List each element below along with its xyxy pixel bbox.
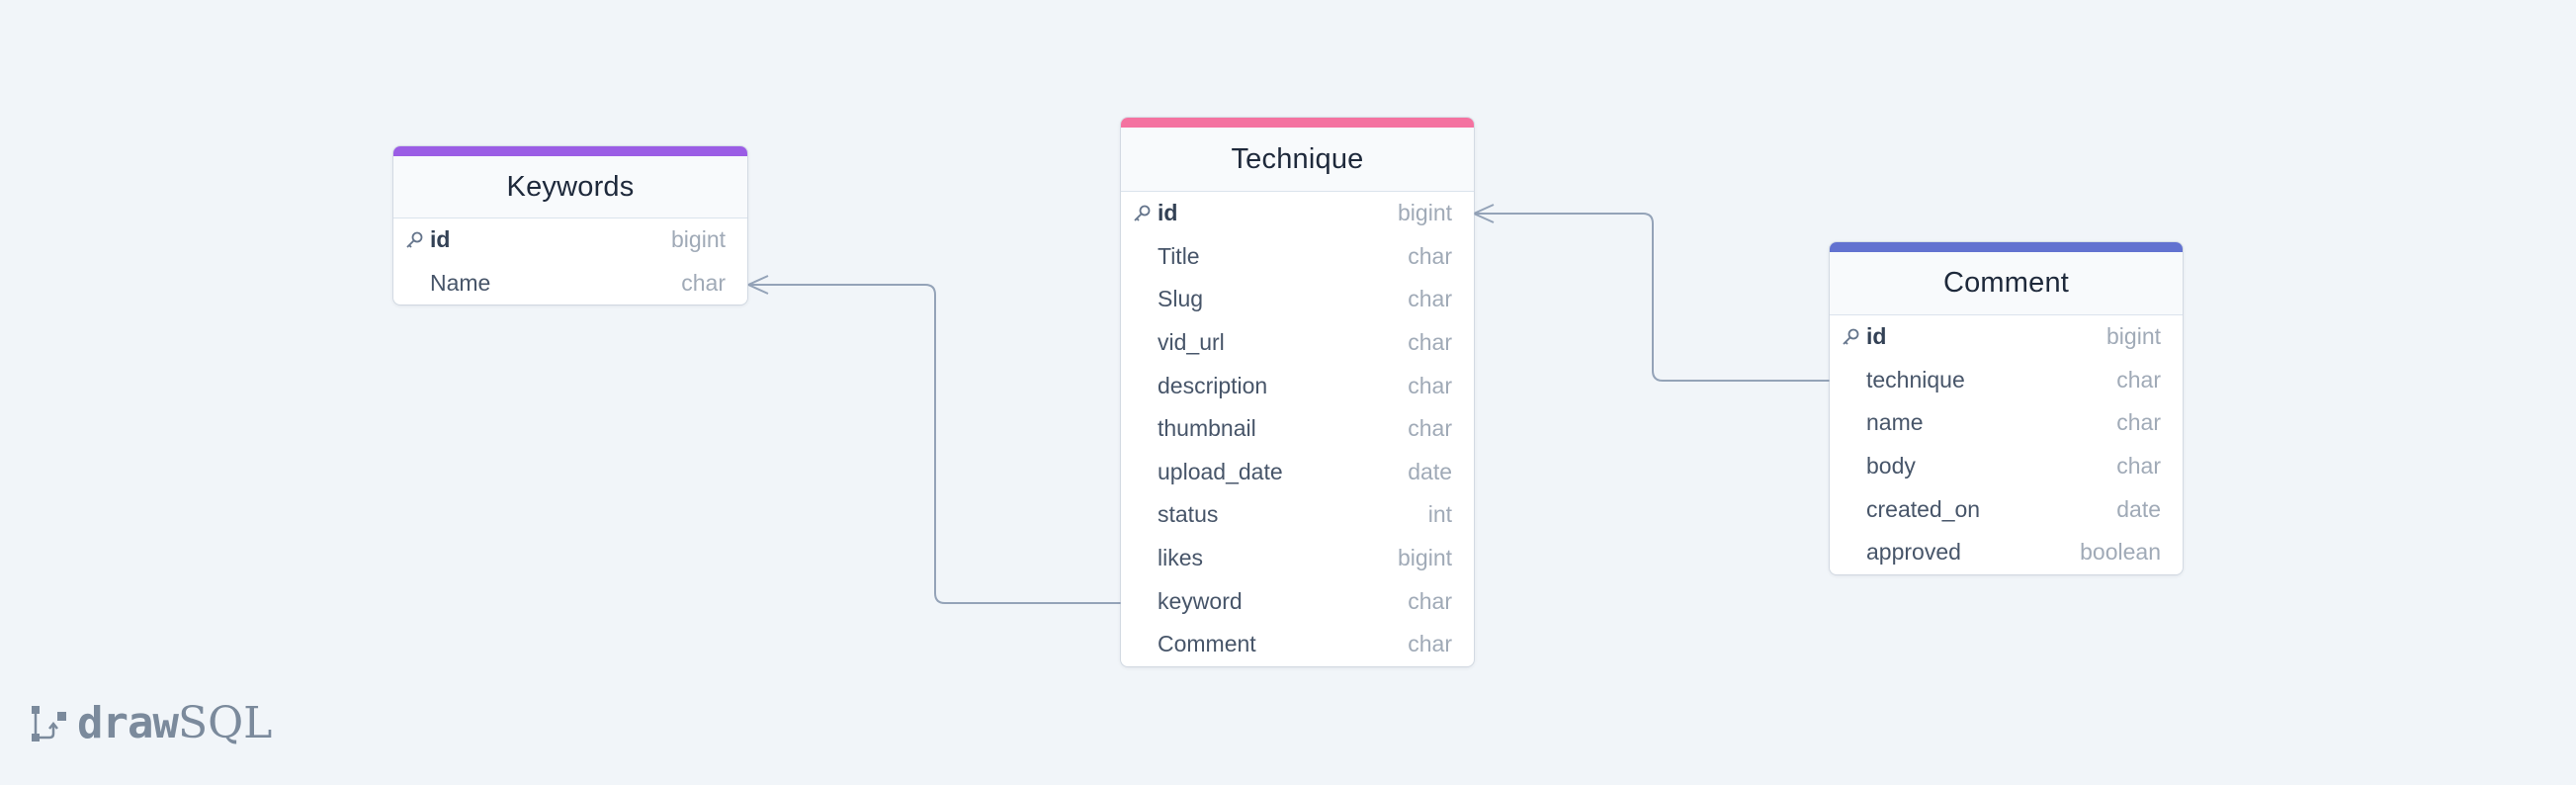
key-icon (1134, 205, 1151, 221)
table-technique[interactable]: Technique id bigint Title char Slug char… (1121, 118, 1474, 666)
column-type: char (2116, 366, 2161, 392)
column-row[interactable]: description char (1121, 364, 1474, 407)
column-name: approved (1866, 539, 1961, 566)
column-name: upload_date (1158, 458, 1283, 484)
relation-keyword-to-keywords[interactable] (748, 284, 1121, 604)
column-name: Name (430, 269, 491, 296)
column-type: char (2116, 409, 2161, 436)
column-name: vid_url (1158, 329, 1225, 356)
column-row[interactable]: id bigint (393, 218, 747, 262)
table-color-bar (1830, 242, 2183, 252)
column-row[interactable]: Comment char (1121, 623, 1474, 666)
column-type: char (1408, 415, 1452, 442)
column-row[interactable]: technique char (1830, 359, 2183, 402)
column-row[interactable]: created_on date (1830, 487, 2183, 531)
column-type: char (1408, 372, 1452, 398)
column-name: id (1158, 200, 1178, 226)
column-type: boolean (2080, 539, 2161, 566)
column-row[interactable]: Slug char (1121, 278, 1474, 321)
column-name: technique (1866, 366, 1965, 392)
column-type: char (1408, 286, 1452, 312)
column-name: thumbnail (1158, 415, 1256, 442)
column-type: date (2116, 495, 2161, 522)
column-type: char (681, 269, 726, 296)
crowfoot-keywords-icon (747, 275, 769, 295)
column-type: char (1408, 329, 1452, 356)
logo-text-sql: SQL (177, 698, 273, 748)
column-row[interactable]: id bigint (1830, 315, 2183, 359)
column-name: Slug (1158, 286, 1204, 312)
column-type: char (1408, 631, 1452, 657)
column-type: char (2116, 453, 2161, 480)
crowfoot-technique-icon (1473, 204, 1495, 223)
key-icon (406, 231, 423, 248)
column-type: bigint (671, 226, 726, 253)
column-row[interactable]: Title char (1121, 235, 1474, 279)
column-type: int (1427, 501, 1452, 528)
column-row[interactable]: approved boolean (1830, 531, 2183, 574)
relation-technique-to-technique-id[interactable] (1474, 213, 1830, 382)
table-color-bar (393, 146, 747, 156)
column-type: char (1408, 587, 1452, 614)
column-row[interactable]: body char (1830, 445, 2183, 488)
column-name: id (1866, 323, 1887, 350)
column-row[interactable]: thumbnail char (1121, 407, 1474, 451)
column-name: keyword (1158, 587, 1243, 614)
logo-text-draw: draw (77, 698, 179, 748)
column-row[interactable]: keyword char (1121, 579, 1474, 623)
table-title[interactable]: Comment (1830, 252, 2183, 315)
table-comment[interactable]: Comment id bigint technique char name ch… (1830, 242, 2183, 574)
table-title[interactable]: Keywords (393, 156, 747, 218)
column-row[interactable]: status int (1121, 493, 1474, 537)
column-type: bigint (2106, 323, 2161, 350)
key-icon (1843, 328, 1859, 345)
column-type: bigint (1398, 200, 1452, 226)
table-title[interactable]: Technique (1121, 128, 1474, 192)
column-row[interactable]: Name char (393, 262, 747, 305)
column-row[interactable]: id bigint (1121, 192, 1474, 235)
column-name: id (430, 226, 451, 253)
column-name: body (1866, 453, 1916, 480)
column-row[interactable]: name char (1830, 401, 2183, 445)
column-type: bigint (1398, 545, 1452, 571)
drawsql-logo-icon (32, 705, 66, 741)
column-type: date (1408, 458, 1452, 484)
column-type: char (1408, 242, 1452, 269)
table-color-bar (1121, 118, 1474, 128)
column-name: description (1158, 372, 1268, 398)
column-name: created_on (1866, 495, 1981, 522)
column-row[interactable]: upload_date date (1121, 451, 1474, 494)
column-name: Title (1158, 242, 1200, 269)
column-row[interactable]: likes bigint (1121, 537, 1474, 580)
table-keywords[interactable]: Keywords id bigint Name char (393, 146, 747, 305)
column-name: status (1158, 501, 1219, 528)
column-name: name (1866, 409, 1924, 436)
column-name: likes (1158, 545, 1204, 571)
column-row[interactable]: vid_url char (1121, 321, 1474, 365)
column-name: Comment (1158, 631, 1256, 657)
